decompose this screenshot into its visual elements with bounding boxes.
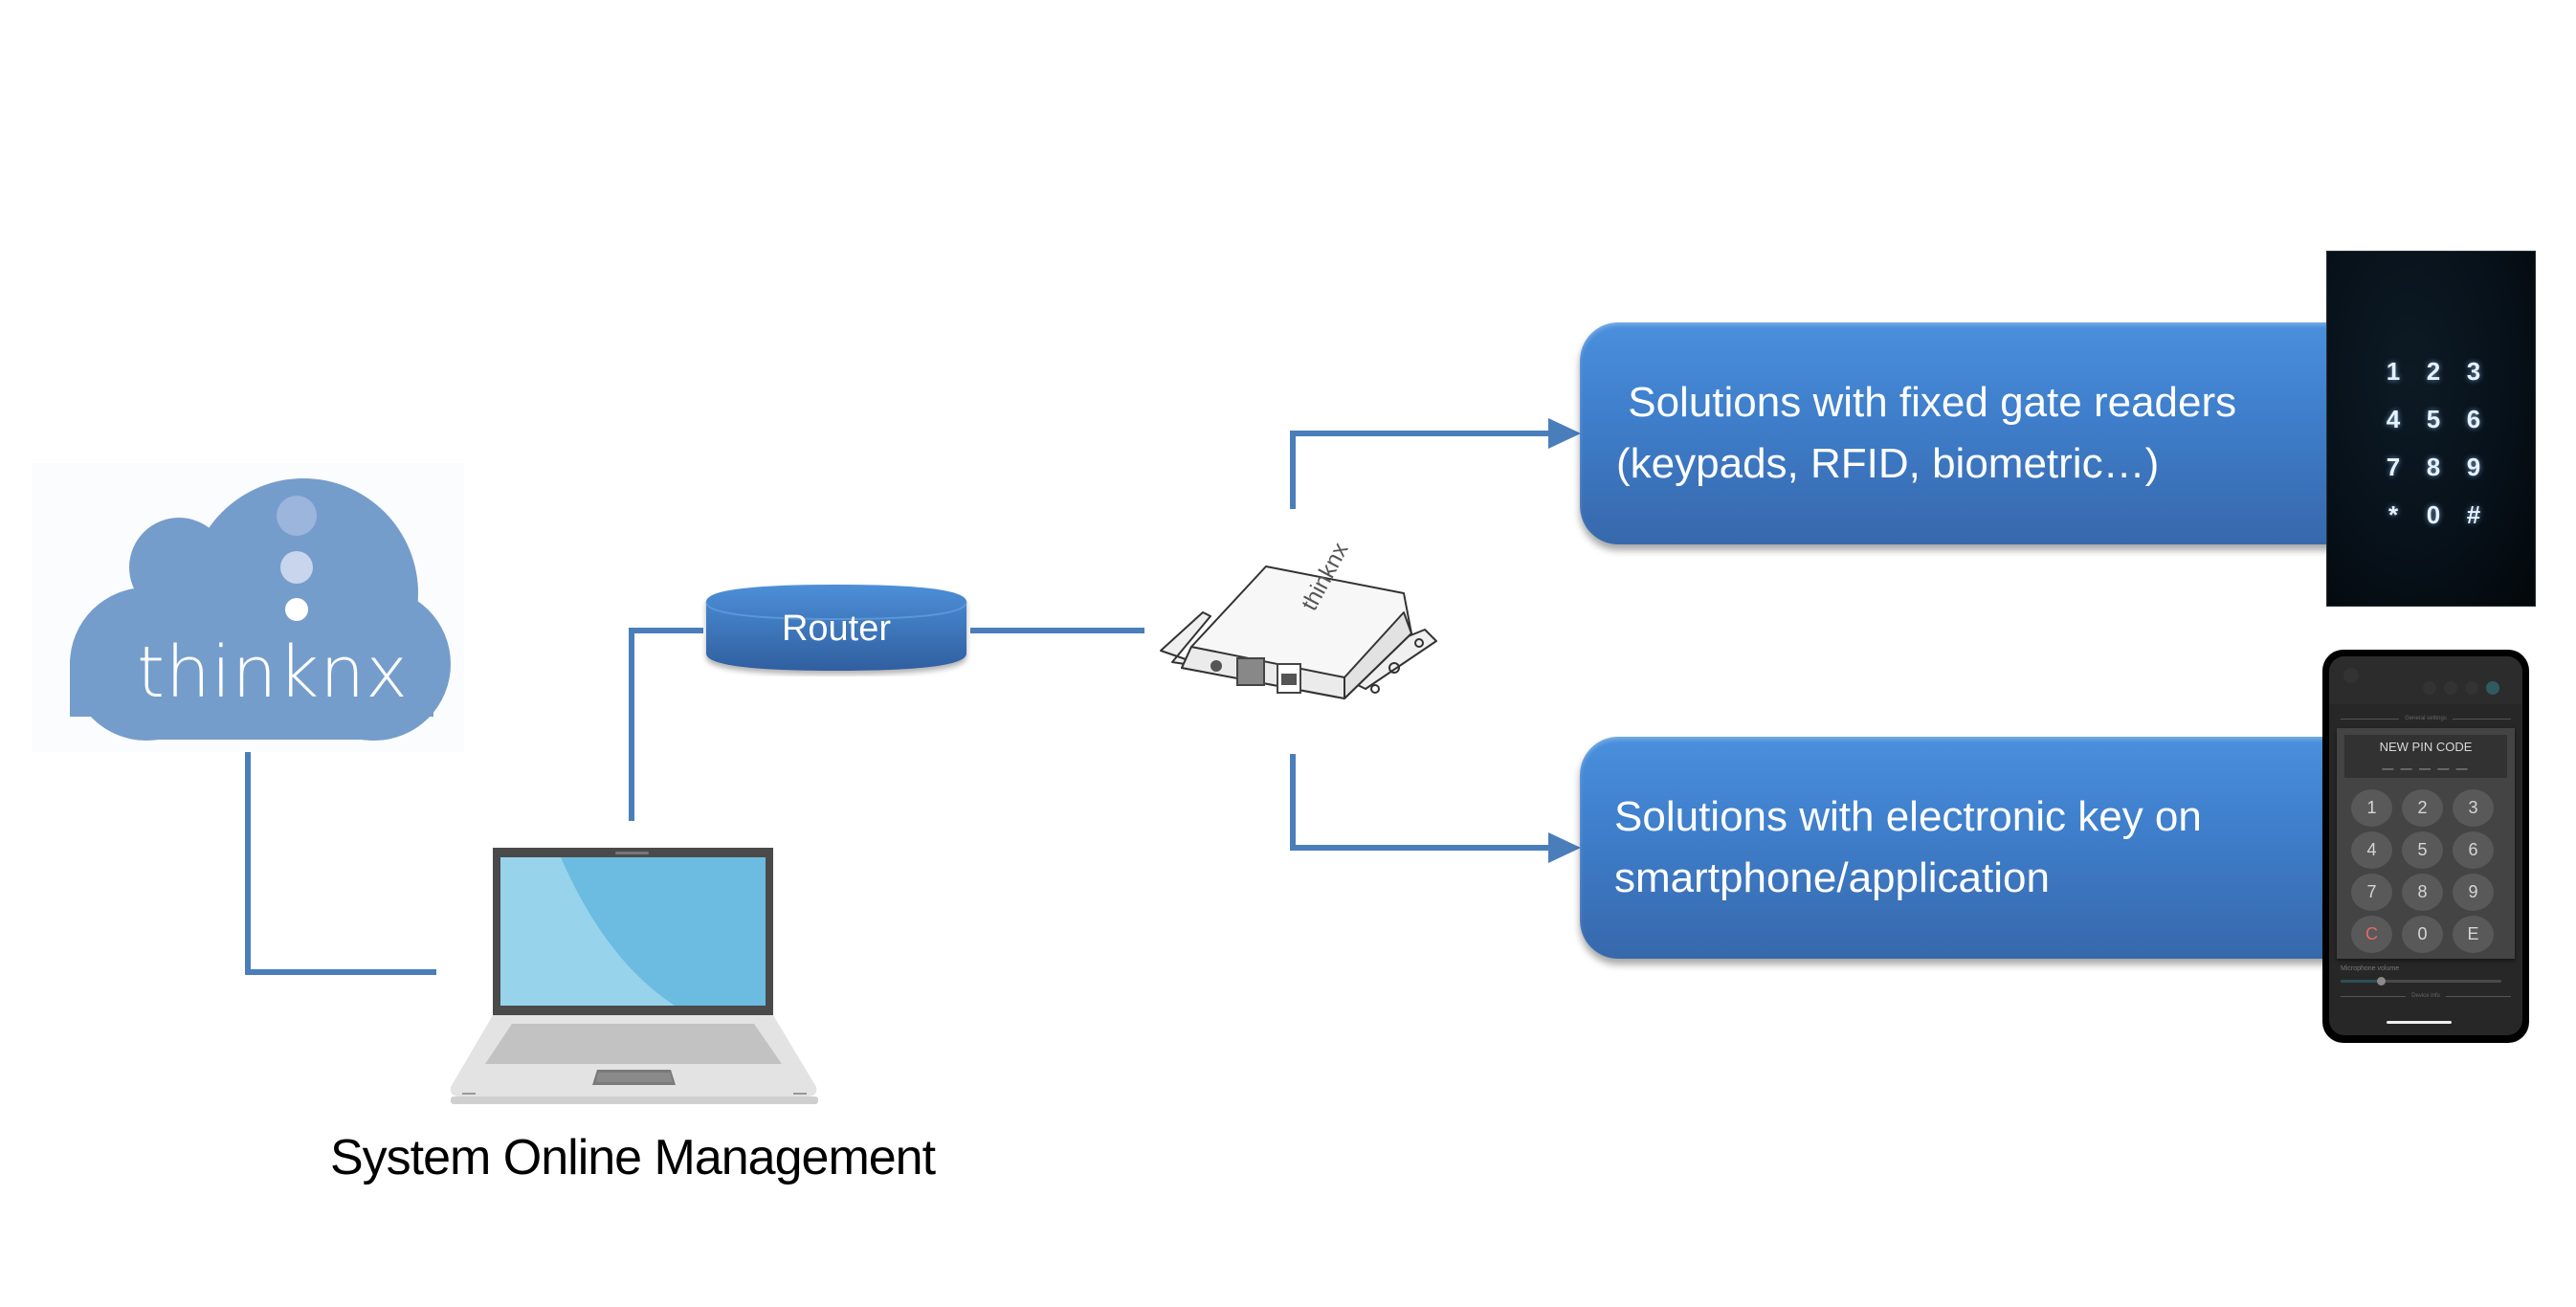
microphone-volume-slider bbox=[2341, 977, 2501, 986]
keypad-key: 0 bbox=[2426, 500, 2441, 529]
keypad-key: 1 bbox=[2386, 357, 2401, 386]
keypad-grid: 1 2 3 4 5 6 7 8 9 * 0 # bbox=[2373, 347, 2494, 539]
controller-device-icon bbox=[1160, 565, 1437, 699]
section-header-label: General settings bbox=[2405, 716, 2447, 721]
phone-app-topbar bbox=[2329, 656, 2522, 704]
pin-key: 9 bbox=[2453, 874, 2494, 911]
solution-electronic-key-smartphone: Solutions with electronic key on smartph… bbox=[1580, 737, 2374, 959]
pin-code-dialog: NEW PIN CODE — — — — — 1 2 3 4 5 6 7 8 9… bbox=[2337, 728, 2515, 959]
thinknx-device: thinknx bbox=[1153, 539, 1440, 713]
keypad-reader-image: 1 2 3 4 5 6 7 8 9 * 0 # bbox=[2326, 251, 2536, 607]
solution-title-line: Solutions with fixed gate readers bbox=[1616, 379, 2237, 426]
section-header: Device info bbox=[2341, 993, 2511, 999]
connector-device-down bbox=[1290, 754, 1296, 851]
arrowhead-mobile-key bbox=[1548, 832, 1581, 863]
connector-cloud-to-laptop bbox=[245, 969, 436, 975]
pin-keypad: 1 2 3 4 5 6 7 8 9 C 0 E bbox=[2351, 789, 2494, 953]
keypad-key: 3 bbox=[2466, 357, 2481, 386]
tab-icon bbox=[2444, 681, 2457, 695]
slider-fill bbox=[2341, 980, 2381, 983]
pin-placeholder: — — — — — bbox=[2382, 762, 2470, 775]
connector-to-fixed-readers bbox=[1290, 431, 1554, 436]
thinknx-cloud: thinknx bbox=[32, 463, 464, 752]
cloud-brand-text: thinknx bbox=[137, 631, 409, 714]
pin-key-enter: E bbox=[2453, 916, 2494, 953]
connector-device-up bbox=[1290, 431, 1296, 509]
phone-screen: General settings NEW PIN CODE — — — — — … bbox=[2329, 656, 2522, 1035]
cloud-dot-medium bbox=[280, 551, 313, 584]
router-icon bbox=[705, 585, 967, 671]
pin-key: 5 bbox=[2402, 831, 2443, 869]
pin-key: 1 bbox=[2351, 789, 2392, 827]
cloud-icon bbox=[2465, 681, 2478, 695]
laptop-management bbox=[443, 846, 826, 1106]
tab-icon bbox=[2423, 681, 2436, 695]
slider-label: Microphone volume bbox=[2341, 965, 2400, 972]
pin-key: 4 bbox=[2351, 831, 2392, 869]
pin-title: NEW PIN CODE bbox=[2379, 740, 2473, 754]
laptop-icon bbox=[450, 848, 818, 1104]
smartphone-app-image: General settings NEW PIN CODE — — — — — … bbox=[2322, 650, 2529, 1043]
keypad-key: * bbox=[2387, 500, 2399, 529]
solution-subtitle-line: smartphone/application bbox=[1614, 854, 2050, 901]
keypad-key: 8 bbox=[2426, 453, 2441, 481]
arrowhead-fixed-readers bbox=[1548, 418, 1581, 449]
connector-router-to-device bbox=[970, 628, 1144, 633]
keypad-key: # bbox=[2466, 500, 2481, 529]
keypad-key: 7 bbox=[2386, 453, 2401, 481]
pin-key: 8 bbox=[2402, 874, 2443, 911]
connector-laptop-vertical bbox=[629, 628, 634, 821]
back-icon bbox=[2343, 668, 2359, 683]
solution-subtitle-line: (keypads, RFID, biometric…) bbox=[1616, 440, 2160, 487]
section-header-label: Device info bbox=[2411, 993, 2440, 999]
keypad-key: 2 bbox=[2426, 357, 2441, 386]
keypad-key: 9 bbox=[2466, 453, 2481, 481]
pin-display: NEW PIN CODE — — — — — bbox=[2344, 735, 2507, 778]
home-indicator bbox=[2387, 1021, 2452, 1024]
laptop-caption: System Online Management bbox=[329, 1130, 936, 1185]
router-node: Router bbox=[700, 581, 972, 676]
connector-cloud-vertical bbox=[245, 752, 251, 975]
settings-icon bbox=[2486, 681, 2499, 695]
solution-title-line: Solutions with electronic key on bbox=[1614, 793, 2202, 840]
slider-thumb bbox=[2377, 977, 2386, 986]
pin-key-clear: C bbox=[2351, 916, 2392, 953]
keypad-key: 5 bbox=[2426, 405, 2441, 433]
keypad-key: 4 bbox=[2386, 405, 2401, 433]
cloud-icon bbox=[70, 478, 451, 741]
pin-key: 3 bbox=[2453, 789, 2494, 827]
section-header: General settings bbox=[2341, 716, 2512, 721]
cloud-dot-large bbox=[277, 496, 317, 536]
pin-key: 0 bbox=[2402, 916, 2443, 953]
cloud-dot-small bbox=[285, 598, 308, 621]
pin-key: 6 bbox=[2453, 831, 2494, 869]
keypad-key: 6 bbox=[2466, 405, 2481, 433]
pin-key: 2 bbox=[2402, 789, 2443, 827]
connector-laptop-to-router bbox=[629, 628, 703, 633]
pin-key: 7 bbox=[2351, 874, 2392, 911]
solution-fixed-gate-readers: Solutions with fixed gate readers (keypa… bbox=[1580, 322, 2374, 544]
connector-to-mobile-key bbox=[1290, 845, 1554, 851]
router-label: Router bbox=[781, 608, 892, 649]
